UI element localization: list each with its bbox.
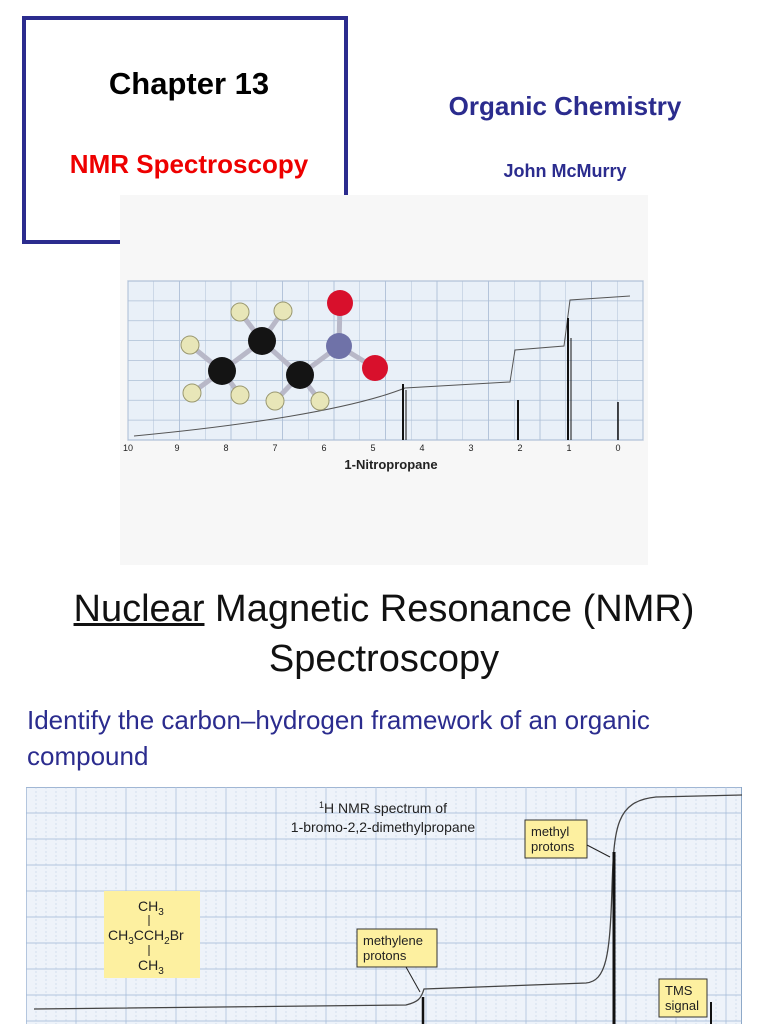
carbon-atom [286,361,314,389]
x-tick-label: 10 [123,443,133,453]
svg-text:CH3: CH3 [138,898,164,918]
carbon-atom [208,357,236,385]
methylene-protons-label: methylene protons [356,928,438,993]
hydrogen-atom [230,302,250,322]
svg-text:TMS: TMS [665,983,693,998]
svg-text:methyl: methyl [531,824,569,839]
heading-line2: Spectroscopy [268,638,500,680]
heading-line1-rest: Magnetic Resonance (NMR) [204,588,695,630]
spectrum-caption: 1-Nitropropane [344,457,437,472]
spectrum-grid [127,280,644,441]
intro-text: Identify the carbon–hydrogen framework o… [27,705,650,771]
spectrum-title-line2: 1-bromo-2,2-dimethylpropane [291,819,476,835]
nitrogen-atom [326,333,352,359]
hydrogen-atom [273,301,293,321]
structural-formula: CH3 CH3CCH2Br CH3 [104,891,200,978]
hydrogen-atom [310,391,330,411]
x-tick-label: 9 [174,443,179,453]
svg-text:methylene: methylene [363,933,423,948]
svg-text:signal: signal [665,998,699,1013]
oxygen-atom [327,290,353,316]
spectrum-peaks [402,318,619,440]
chapter-subtitle: NMR Spectroscopy [69,149,309,179]
x-tick-label: 6 [321,443,326,453]
svg-text:CH3CCH2Br: CH3CCH2Br [108,927,184,947]
x-tick-label: 2 [517,443,522,453]
oxygen-atom [362,355,388,381]
x-tick-label: 7 [272,443,277,453]
x-tick-label: 3 [468,443,473,453]
bromo-dimethylpropane-spectrum-figure: 1H NMR spectrum of 1-bromo-2,2-dimethylp… [26,787,742,1024]
hydrogen-atom [180,335,200,355]
x-tick-label: 5 [370,443,375,453]
hydrogen-atom [182,383,202,403]
x-tick-label: 0 [615,443,620,453]
spectrum-title-line1: 1H NMR spectrum of [319,800,447,816]
integration-curve [133,295,631,437]
x-tick-label: 4 [419,443,424,453]
hydrogen-atom [265,391,285,411]
spectrum-grid [26,787,742,1024]
x-tick-label: 1 [566,443,571,453]
molecule-model [180,290,388,411]
section-heading: Nuclear Magnetic Resonance (NMR) Spectro… [0,584,768,684]
x-tick-label: 8 [223,443,228,453]
hydrogen-atom [230,385,250,405]
svg-text:protons: protons [363,948,407,963]
integration-curve [33,794,742,1010]
chapter-title: Chapter 13 [108,66,270,101]
book-title: Organic Chemistry [448,91,682,121]
svg-text:CH3: CH3 [138,957,164,977]
svg-text:protons: protons [531,839,575,854]
methyl-protons-label: methyl protons [524,819,611,859]
carbon-atom [248,327,276,355]
book-author: John McMurry [503,161,627,181]
tms-signal-label: TMS signal [658,978,708,1018]
heading-underlined-word: Nuclear [73,588,205,630]
